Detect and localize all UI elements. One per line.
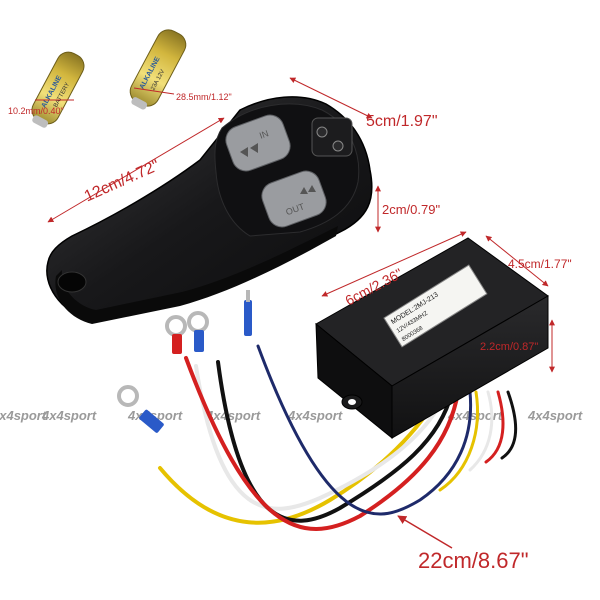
watermark-text: 4x4sport [205,408,261,423]
pin-terminal [244,290,252,336]
remote-length-line [47,117,225,223]
ring-terminal [187,311,209,352]
cable-length-arrow [397,515,453,549]
watermark-text: 4x4sport [41,408,97,423]
remote-control: IN OUT [46,96,373,324]
receiver-width-label: 4.5cm/1.77" [508,257,572,271]
battery-2: ALKALINE 23A 12V [129,29,187,110]
wire-bundle [158,344,518,531]
receiver-height-label: 2.2cm/0.87" [480,341,538,353]
receiver-length-line [321,231,467,297]
ring-terminal [165,315,187,354]
cable-length-label: 22cm/8.67" [418,548,529,573]
in-button: IN [225,114,291,172]
remote-width-line [289,77,373,119]
watermark-row: 4x4sport 4x4sport 4x4sport 4x4sport 4x4s… [0,408,583,423]
ring-terminal [117,385,164,433]
battery-diameter-label: 10.2mm/0.40" [8,106,64,116]
battery-1: ALKALINE BATTERY [31,51,85,128]
watermark-text: 4x4sport [0,408,47,423]
watermark-text: 4x4sport [287,408,343,423]
in-button-label: IN [258,128,270,140]
receiver-width-line [485,235,549,287]
battery-length-label: 28.5mm/1.12" [176,92,232,102]
battery-length-line [133,87,175,95]
watermark-text: 4x4sport [447,408,503,423]
remote-thickness-label: 2cm/0.79" [382,202,440,217]
out-button: OUT [261,170,327,228]
remote-width-label: 5cm/1.97" [366,113,438,130]
watermark-text: 4x4sport [527,408,583,423]
